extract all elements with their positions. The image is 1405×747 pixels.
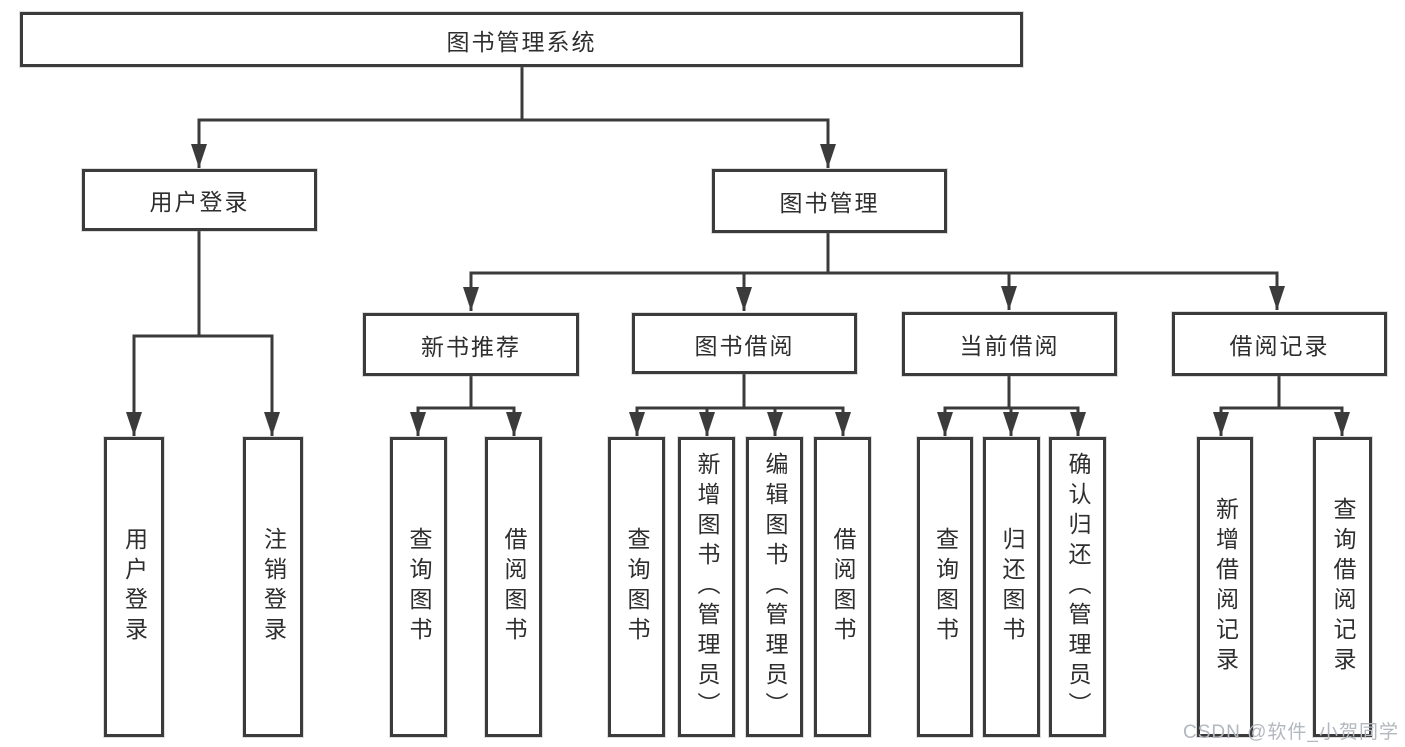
- node-new-book-recommendation-label: 新书推荐: [421, 333, 521, 360]
- leaf-rec-query-books-label: 查询图书: [406, 527, 432, 647]
- node-book-borrowing: 图书借阅: [632, 313, 857, 374]
- leaf-bor-query-books: 查询图书: [608, 437, 665, 737]
- node-user-login-label: 用户登录: [149, 189, 250, 215]
- node-current-borrowing-label: 当前借阅: [959, 333, 1060, 359]
- node-root-label: 图书管理系统: [446, 28, 597, 55]
- leaf-cur-confirm-return-admin: 确认归还（管理员）: [1049, 437, 1106, 737]
- connector-current-borrow-children: [937, 376, 1086, 436]
- leaf-bor-edit-books-admin: 编辑图书（管理员）: [746, 437, 803, 737]
- node-borrowing-records-label: 借阅记录: [1229, 333, 1330, 359]
- connector-user-login-children: [126, 231, 280, 436]
- node-book-borrowing-label: 图书借阅: [694, 332, 795, 359]
- leaf-cur-query-books-label: 查询图书: [932, 527, 959, 647]
- leaf-rec-borrow-books: 借阅图书: [485, 437, 542, 737]
- leaf-user-login-label: 用户登录: [121, 527, 148, 647]
- leaf-cur-return-books: 归还图书: [983, 437, 1040, 737]
- node-user-login: 用户登录: [82, 169, 317, 231]
- leaf-bor-borrow-books: 借阅图书: [814, 437, 871, 737]
- leaf-cur-query-books: 查询图书: [917, 437, 973, 737]
- leaf-logout: 注销登录: [243, 437, 303, 737]
- leaf-cur-confirm-return-admin-label: 确认归还（管理员）: [1065, 452, 1091, 722]
- node-new-book-recommendation: 新书推荐: [363, 313, 579, 376]
- node-book-management-label: 图书管理: [779, 190, 880, 216]
- connector-book-borrow-children: [629, 374, 851, 436]
- leaf-rec-query-books: 查询图书: [390, 437, 447, 737]
- leaf-rec-borrow-books-label: 借阅图书: [501, 527, 527, 647]
- watermark: CSDN @软件_小贺同学: [1183, 722, 1399, 743]
- connector-borrow-records-children: [1213, 376, 1350, 436]
- leaf-logout-label: 注销登录: [260, 527, 287, 647]
- leaf-log-query-record-label: 查询借阅记录: [1330, 497, 1356, 677]
- leaf-cur-return-books-label: 归还图书: [999, 527, 1025, 647]
- connector-new-book-children: [410, 376, 522, 436]
- leaf-user-login: 用户登录: [104, 437, 164, 737]
- connector-root-to-level2: [191, 67, 836, 168]
- node-book-management: 图书管理: [712, 169, 947, 233]
- leaf-log-query-record: 查询借阅记录: [1313, 437, 1372, 737]
- leaf-bor-query-books-label: 查询图书: [624, 527, 650, 647]
- leaf-bor-edit-books-admin-label: 编辑图书（管理员）: [762, 452, 788, 722]
- node-root: 图书管理系统: [20, 12, 1023, 67]
- connector-book-mgmt-to-level3: [463, 233, 1285, 311]
- leaf-log-add-record-label: 新增借阅记录: [1212, 497, 1239, 677]
- leaf-bor-add-books-admin: 新增图书（管理员）: [678, 437, 735, 737]
- node-borrowing-records: 借阅记录: [1172, 312, 1387, 376]
- leaf-log-add-record: 新增借阅记录: [1197, 437, 1253, 737]
- leaf-bor-add-books-admin-label: 新增图书（管理员）: [694, 452, 720, 722]
- node-current-borrowing: 当前借阅: [902, 312, 1117, 376]
- leaf-bor-borrow-books-label: 借阅图书: [830, 527, 856, 647]
